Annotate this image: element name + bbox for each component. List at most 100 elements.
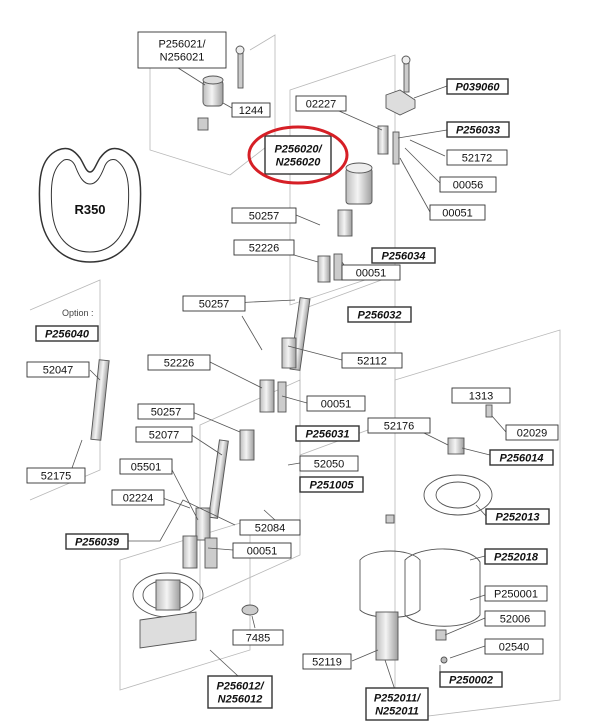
callout-c10: 50257 — [231, 207, 297, 224]
callout-text: P256020/ — [274, 144, 323, 156]
callout-text: N256021 — [160, 52, 205, 64]
callout-text: 02224 — [123, 493, 154, 505]
callout-box — [65, 533, 129, 550]
callout-text: 52226 — [249, 243, 280, 255]
callout-box — [232, 542, 292, 559]
callout-c21: 1313 — [451, 387, 511, 404]
callout-text: 02540 — [499, 642, 530, 654]
callout-c38: P250001 — [484, 585, 548, 602]
callout-text: 00051 — [356, 268, 387, 280]
callout-box — [484, 585, 548, 602]
callout-c9: 00051 — [429, 204, 486, 221]
callout-c36: 00051 — [232, 542, 292, 559]
callout-box — [119, 458, 173, 475]
callout-c44: P256012/N256012 — [207, 675, 273, 709]
callout-c30: 52050 — [299, 455, 359, 472]
callout-text: 52077 — [149, 430, 180, 442]
profile-label: R350 — [74, 202, 105, 217]
callout-c12: P256034 — [371, 247, 436, 264]
callout-c40: 7485 — [232, 629, 284, 646]
callout-box — [35, 325, 99, 342]
callout-box — [439, 671, 503, 688]
callout-c20: 00051 — [306, 395, 366, 412]
callout-box — [137, 403, 195, 420]
callout-text: 50257 — [151, 407, 182, 419]
callout-box — [182, 295, 246, 312]
callout-text: P256032 — [357, 310, 401, 322]
callout-text: P252011/ — [374, 693, 422, 705]
callout-text: 7485 — [246, 633, 270, 645]
callout-c11: 52226 — [233, 239, 295, 256]
callout-c16: P256040 — [35, 325, 99, 342]
callout-text: 52084 — [255, 523, 286, 535]
callout-box — [439, 176, 497, 193]
callout-text: 52176 — [384, 421, 415, 433]
callout-c32: 02224 — [111, 489, 165, 506]
callout-text: 50257 — [199, 299, 230, 311]
callout-box — [341, 264, 401, 281]
callout-c39: 52006 — [484, 610, 546, 627]
callout-c13: 00051 — [341, 264, 401, 281]
callout-box — [306, 395, 366, 412]
callout-text: P250002 — [449, 675, 493, 687]
callout-box — [429, 204, 486, 221]
callout-c33: P252013 — [485, 508, 550, 525]
callout-box — [231, 207, 297, 224]
callout-box — [347, 306, 412, 323]
callout-box — [341, 352, 403, 369]
callout-text: 50257 — [249, 211, 280, 223]
callout-text: 52047 — [43, 365, 74, 377]
callout-text: 52112 — [357, 356, 387, 368]
callout-text: 05501 — [131, 462, 162, 474]
callout-text: 00056 — [453, 180, 484, 192]
callout-box — [233, 239, 295, 256]
callout-box — [232, 629, 284, 646]
callout-c27: P256014 — [489, 449, 554, 466]
callout-c7: 52172 — [446, 149, 508, 166]
callout-c2: 1244 — [231, 102, 271, 118]
callout-text: 52050 — [314, 459, 345, 471]
callout-c17: 52112 — [341, 352, 403, 369]
option-label: Option : — [62, 308, 94, 318]
callout-c1: P256021/N256021 — [137, 31, 227, 69]
callout-box — [484, 610, 546, 627]
callout-box — [485, 508, 550, 525]
callout-text: 00051 — [247, 546, 278, 558]
callout-text: P252018 — [494, 552, 539, 564]
callout-box — [302, 653, 352, 670]
callout-c35: P256039 — [65, 533, 129, 550]
callout-text: 1244 — [239, 105, 263, 117]
parts — [90, 45, 493, 664]
callout-box — [207, 675, 273, 709]
callout-c22: 50257 — [137, 403, 195, 420]
callout-box — [264, 135, 332, 175]
callout-text: P256034 — [381, 251, 425, 263]
callout-c45: P252011/N252011 — [365, 687, 429, 721]
callout-text: P256021/ — [158, 39, 206, 51]
callout-box — [367, 417, 431, 434]
callout-text: 52172 — [462, 153, 493, 165]
callout-c23: 52176 — [367, 417, 431, 434]
callout-text: P251005 — [309, 480, 354, 492]
callout-text: P256012/ — [216, 681, 265, 693]
callout-text: N256020 — [276, 157, 322, 169]
callout-box — [239, 519, 301, 536]
callout-c29: 05501 — [119, 458, 173, 475]
callout-box — [26, 467, 86, 484]
callout-c43: P250002 — [439, 671, 503, 688]
callout-text: P039060 — [455, 82, 500, 94]
callout-text: P256039 — [75, 537, 120, 549]
callout-box — [299, 476, 364, 493]
callout-c18: 52047 — [26, 361, 90, 378]
callout-box — [446, 149, 508, 166]
callout-box — [451, 387, 511, 404]
callout-text: 02029 — [517, 428, 548, 440]
callout-box — [484, 638, 544, 655]
callout-box — [137, 31, 227, 69]
callout-c5: P039060 — [446, 78, 509, 95]
r350-profile: R350 — [38, 147, 142, 263]
callout-box — [26, 361, 90, 378]
callout-box — [295, 95, 347, 112]
callout-c3: P256020/N256020 — [247, 125, 349, 185]
